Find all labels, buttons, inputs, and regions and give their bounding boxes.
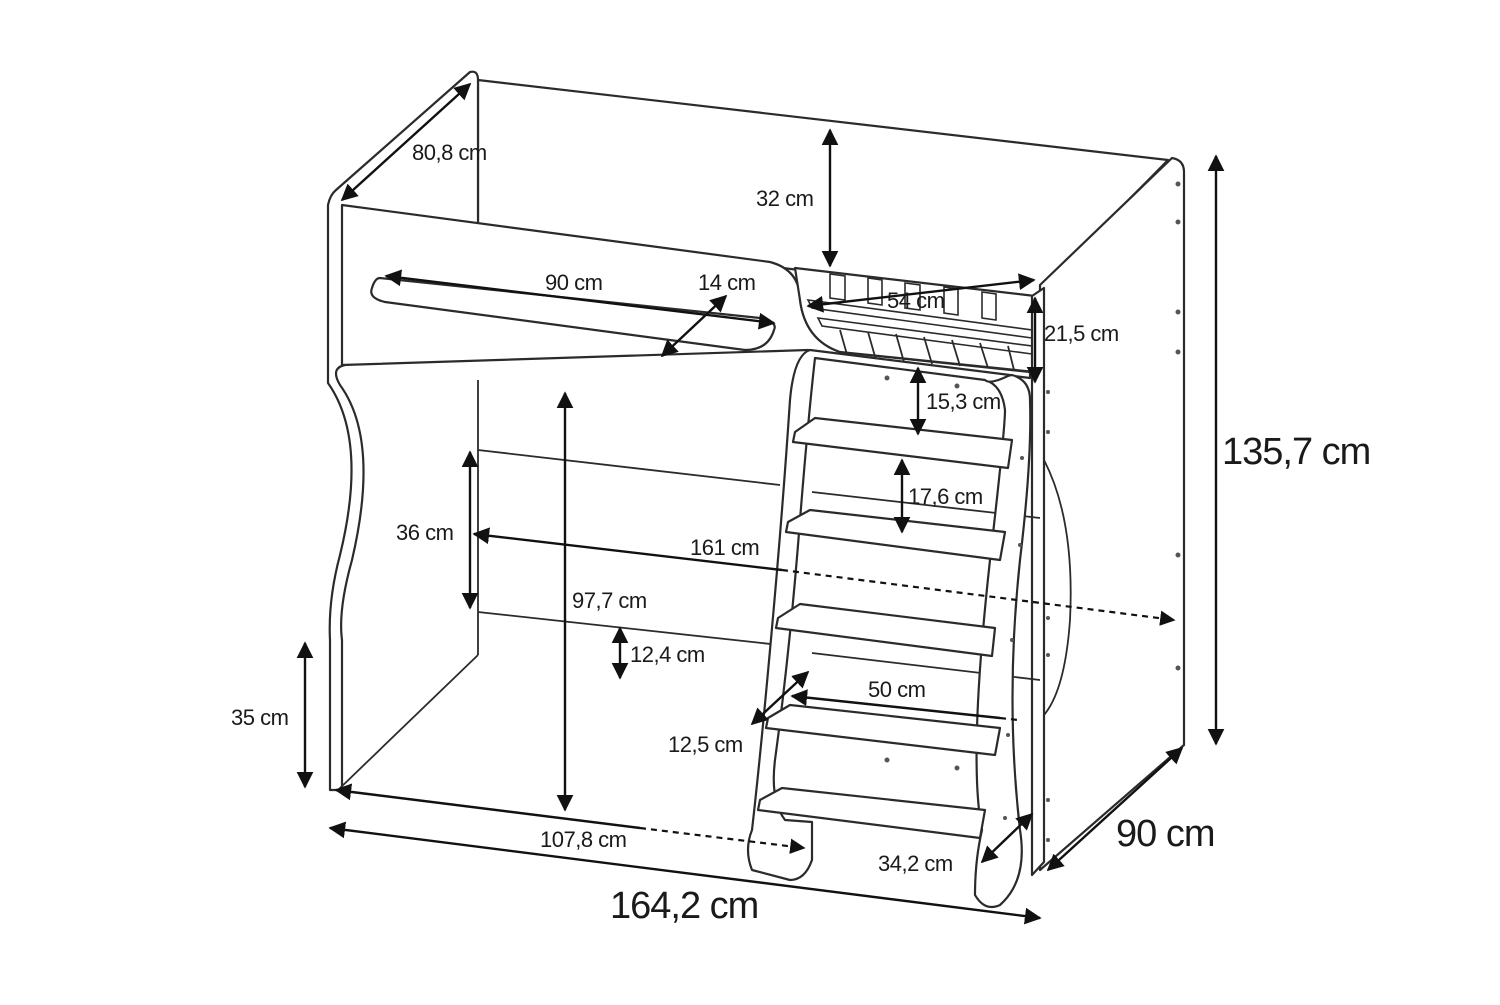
label-15-3: 15,3 cm: [926, 389, 1001, 414]
dim-line-12-5: [750, 670, 810, 726]
right-front-post: [1030, 286, 1046, 877]
label-107-8: 107,8 cm: [540, 827, 627, 852]
dimension-lines: [296, 82, 1225, 925]
label-36: 36 cm: [396, 520, 453, 545]
label-32: 32 cm: [756, 186, 813, 211]
label-135-7: 135,7 cm: [1222, 431, 1370, 473]
back-inner-lines: [477, 380, 781, 655]
label-97-7: 97,7 cm: [572, 588, 647, 613]
label-90-depth: 90 cm: [1116, 813, 1214, 855]
label-14: 14 cm: [698, 270, 755, 295]
dim-line-50-solid: [790, 689, 1001, 720]
dim-line-50-dashed: [999, 716, 1019, 722]
dim-line-161-solid: [472, 527, 783, 572]
label-12-4: 12,4 cm: [630, 642, 705, 667]
dimension-labels: 80,8 cm 32 cm 90 cm 14 cm 54 cm 21,5 cm …: [231, 140, 1371, 927]
label-21-5: 21,5 cm: [1044, 321, 1119, 346]
dim-line-90-depth: [1046, 746, 1184, 872]
label-50: 50 cm: [868, 677, 925, 702]
dim-line-14: [660, 294, 728, 358]
dim-line-54: [806, 273, 1036, 313]
label-17-6: 17,6 cm: [908, 484, 983, 509]
label-12-5: 12,5 cm: [668, 732, 743, 757]
left-side-panel: [326, 70, 480, 792]
mounting-dots: [884, 181, 1181, 842]
dim-line-164-2: [328, 821, 1042, 925]
label-80-8: 80,8 cm: [412, 140, 487, 165]
dim-line-107-8-solid: [334, 783, 641, 830]
stair-treads: [756, 416, 1014, 840]
label-90-rail: 90 cm: [545, 270, 602, 295]
label-35: 35 cm: [231, 705, 288, 730]
dim-line-80-8: [340, 82, 472, 202]
right-front-curve: [1043, 459, 1072, 716]
label-34-2: 34,2 cm: [878, 851, 953, 876]
label-164-2: 164,2 cm: [610, 885, 758, 927]
left-floor-line: [337, 654, 479, 791]
label-54: 54 cm: [887, 288, 944, 313]
label-161: 161 cm: [690, 535, 759, 560]
right-side-panel: [1038, 156, 1186, 872]
